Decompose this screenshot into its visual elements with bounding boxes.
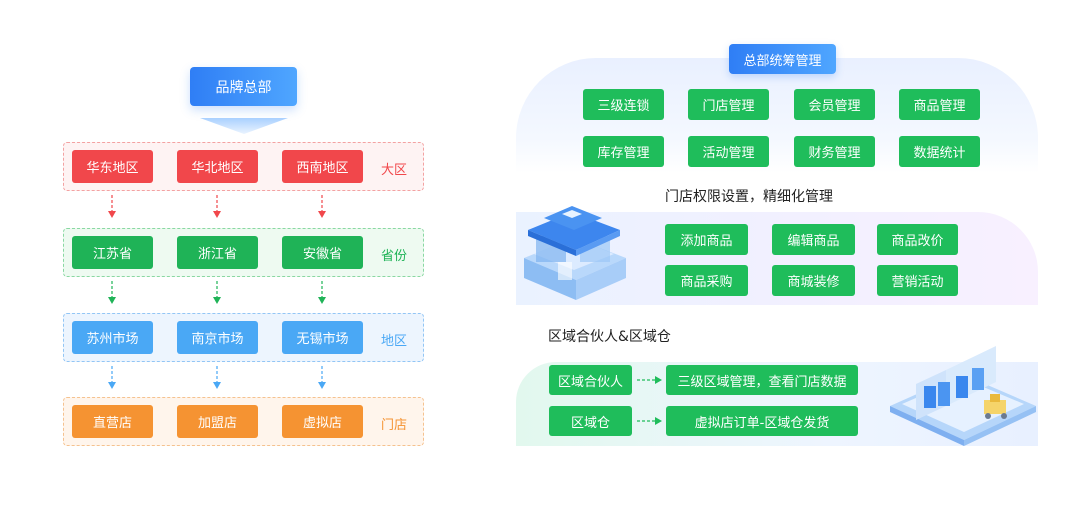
tier-area-item: 南京市场 <box>177 321 258 354</box>
tier-province-item: 安徽省 <box>282 236 363 269</box>
arrow-down-icon <box>108 366 116 389</box>
regional-partner-desc: 三级区域管理，查看门店数据 <box>666 365 858 395</box>
tier-province-item: 江苏省 <box>72 236 153 269</box>
arrow-down-icon <box>108 281 116 304</box>
warehouse-illustration-icon <box>890 346 1036 446</box>
arrow-right-icon <box>637 417 662 425</box>
store-permission-item: 商品改价 <box>877 224 958 255</box>
brand-hq-label: 品牌总部 <box>215 79 272 96</box>
hq-management-item: 活动管理 <box>688 136 769 167</box>
tier-store-label: 门店 <box>381 418 408 433</box>
tier-region-item: 华东地区 <box>72 150 153 183</box>
regional-title: 区域合伙人&区域仓 <box>548 329 671 345</box>
tier-store-item: 加盟店 <box>177 405 258 438</box>
arrow-down-icon <box>213 195 221 218</box>
regional-warehouse-box: 区域仓 <box>549 406 632 436</box>
brand-hq-box: 品牌总部 <box>190 67 297 106</box>
tier-region-item: 西南地区 <box>282 150 363 183</box>
store-permission-item: 商品采购 <box>665 265 748 296</box>
hq-funnel-shape <box>200 118 288 134</box>
regional-warehouse-desc: 虚拟店订单-区域仓发货 <box>666 406 858 436</box>
arrow-down-icon <box>318 281 326 304</box>
arrow-right-icon <box>637 376 662 384</box>
regional-partner-box: 区域合伙人 <box>549 365 632 395</box>
tier-store-item: 虚拟店 <box>282 405 363 438</box>
store-permission-item: 编辑商品 <box>772 224 855 255</box>
hq-management-item: 三级连锁 <box>583 89 664 120</box>
hq-management-title: 总部统筹管理 <box>729 44 836 74</box>
tier-area-item: 无锡市场 <box>282 321 363 354</box>
arrow-down-icon <box>213 366 221 389</box>
hq-management-item: 数据统计 <box>899 136 980 167</box>
arrow-down-icon <box>213 281 221 304</box>
tier-region-label: 大区 <box>381 163 408 178</box>
store-permission-item: 营销活动 <box>877 265 958 296</box>
hq-management-item: 商品管理 <box>899 89 980 120</box>
store-permissions-title: 门店权限设置，精细化管理 <box>665 189 833 205</box>
tier-area-item: 苏州市场 <box>72 321 153 354</box>
store-illustration-icon <box>524 206 626 300</box>
hq-management-item: 会员管理 <box>794 89 875 120</box>
store-permission-item: 商城装修 <box>772 265 855 296</box>
tier-province-label: 省份 <box>381 249 408 264</box>
hq-management-item: 门店管理 <box>688 89 769 120</box>
hq-management-item: 财务管理 <box>794 136 875 167</box>
store-permission-item: 添加商品 <box>665 224 748 255</box>
tier-region-item: 华北地区 <box>177 150 258 183</box>
tier-province-item: 浙江省 <box>177 236 258 269</box>
hq-management-item: 库存管理 <box>583 136 664 167</box>
tier-area-label: 地区 <box>381 334 408 349</box>
arrow-down-icon <box>108 195 116 218</box>
arrow-down-icon <box>318 195 326 218</box>
tier-store-item: 直营店 <box>72 405 153 438</box>
arrow-down-icon <box>318 366 326 389</box>
